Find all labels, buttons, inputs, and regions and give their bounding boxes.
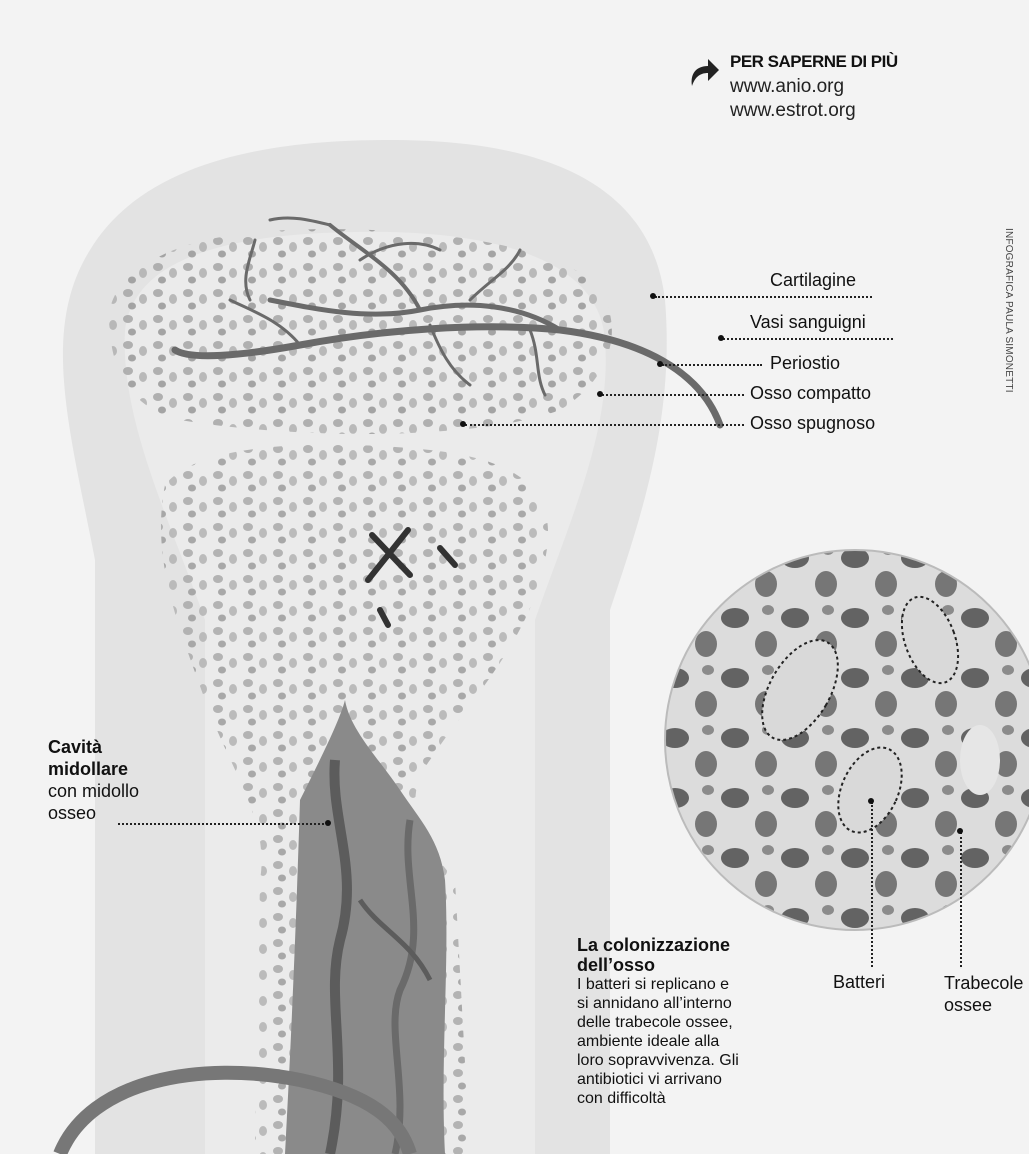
leader-batteri — [871, 802, 873, 967]
dot-periostio — [657, 361, 663, 367]
leader-osso-compatto — [602, 394, 744, 396]
dot-trabecole — [957, 828, 963, 834]
dot-cartilagine — [650, 293, 656, 299]
colon-line-5: loro sopravvivenza. Gli — [577, 1051, 787, 1070]
cavita-text-1: con midollo — [48, 780, 139, 802]
dot-vasi — [718, 335, 724, 341]
link-anio[interactable]: www.anio.org — [730, 76, 844, 98]
label-periostio: Periostio — [770, 353, 840, 374]
leader-vasi — [723, 338, 893, 340]
colon-line-7: con difficoltà — [577, 1089, 787, 1108]
colonizzazione-block: La colonizzazione dell’osso I batteri si… — [577, 935, 787, 1108]
dot-osso-spugnoso — [460, 421, 466, 427]
dot-cavita — [325, 820, 331, 826]
link-estrot[interactable]: www.estrot.org — [730, 100, 856, 122]
colon-line-6: antibiotici vi arrivano — [577, 1070, 787, 1089]
colon-line-4: ambiente ideale alla — [577, 1032, 787, 1051]
label-osso-compatto: Osso compatto — [750, 383, 871, 404]
leader-trabecole — [960, 832, 962, 967]
dot-batteri — [868, 798, 874, 804]
trabecole-line-2: ossee — [944, 995, 992, 1015]
magnified-trabeculae — [660, 545, 1029, 945]
cavita-text-2: osseo — [48, 802, 139, 824]
more-info-title: PER SAPERNE DI PIÙ — [730, 52, 898, 72]
cavita-title-1: Cavità — [48, 736, 139, 758]
colon-line-2: si annidano all’interno — [577, 994, 787, 1013]
label-batteri: Batteri — [833, 972, 885, 993]
colon-title-1: La colonizzazione — [577, 935, 787, 955]
label-vasi-sanguigni: Vasi sanguigni — [750, 312, 866, 333]
credit-text: INFOGRAFICA PAULA SIMONETTI — [1003, 228, 1014, 393]
colon-line-1: I batteri si replicano e — [577, 975, 787, 994]
cavita-title-2: midollare — [48, 758, 139, 780]
curved-arrow-icon — [686, 56, 720, 88]
colon-title-2: dell’osso — [577, 955, 787, 975]
leader-osso-spugnoso — [465, 424, 744, 426]
label-cartilagine: Cartilagine — [770, 270, 856, 291]
label-osso-spugnoso: Osso spugnoso — [750, 413, 875, 434]
leader-periostio — [662, 364, 762, 366]
colon-line-3: delle trabecole ossee, — [577, 1013, 787, 1032]
leader-cavita — [118, 823, 328, 825]
trabecole-line-1: Trabecole — [944, 973, 1023, 993]
leader-cartilagine — [655, 296, 872, 298]
label-cavita-midollare: Cavità midollare con midollo osseo — [48, 736, 139, 824]
label-trabecole: Trabecole ossee — [944, 972, 1023, 1016]
dot-osso-compatto — [597, 391, 603, 397]
